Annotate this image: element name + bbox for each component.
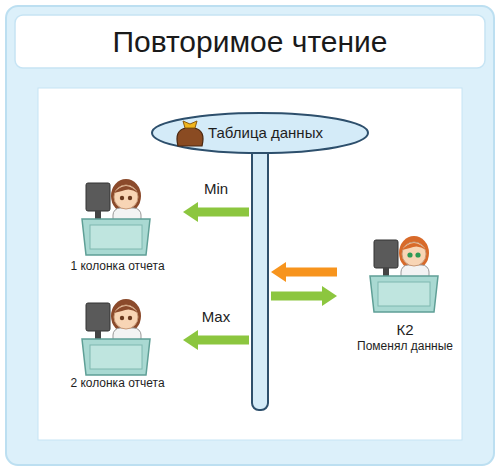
- arrow-head: [183, 330, 198, 350]
- bag-body: [177, 128, 203, 146]
- eye: [407, 252, 412, 257]
- table-stem: [252, 142, 268, 410]
- diagram-title: Повторимое чтение: [112, 22, 387, 61]
- flow-arrow: [271, 262, 337, 282]
- flow-arrow: [183, 202, 249, 222]
- face: [402, 242, 426, 266]
- eye: [120, 316, 124, 320]
- monitor: [86, 183, 110, 211]
- node-text: 1 колонка отчета: [70, 259, 164, 275]
- title-band: [15, 15, 485, 68]
- arrow-head: [271, 262, 286, 282]
- hair: [111, 179, 141, 213]
- worker-node: К2Поменял данные: [340, 225, 470, 355]
- worker-node: 1 колонка отчета: [55, 170, 180, 275]
- node-text: Поменял данные: [357, 339, 453, 355]
- arrow-shaft: [285, 268, 337, 277]
- bangs: [402, 243, 426, 250]
- eye: [128, 196, 132, 200]
- node-text: К2: [396, 320, 413, 340]
- title-band-text: Повторимое чтение: [15, 15, 485, 68]
- table-shape: [150, 112, 370, 412]
- monitor-stand: [95, 331, 101, 339]
- bangs: [114, 306, 138, 313]
- monitor: [86, 303, 110, 331]
- arrow-shaft: [197, 336, 249, 345]
- monitor: [374, 240, 398, 268]
- arrow-shaft: [271, 292, 323, 301]
- desk-front: [378, 282, 430, 306]
- desk: [82, 339, 150, 375]
- hair: [399, 236, 429, 270]
- arrow-label: Max: [199, 308, 233, 326]
- data-table-node: Таблица данных: [150, 112, 370, 412]
- bangs: [114, 186, 138, 193]
- monitor-stand: [95, 211, 101, 219]
- desk: [370, 276, 438, 312]
- node-text: 2 колонка отчета: [70, 376, 164, 392]
- money-bag-icon: [177, 121, 203, 146]
- arrow-label: Min: [201, 180, 231, 198]
- hair: [111, 299, 141, 333]
- outer-card: [6, 6, 494, 465]
- bag-top: [183, 121, 197, 128]
- worker-figure: [370, 236, 438, 312]
- face: [114, 185, 138, 209]
- table-ellipse: [152, 113, 368, 153]
- arrow-head: [322, 286, 337, 306]
- arrow-head: [183, 202, 198, 222]
- worker-figure: [82, 299, 150, 375]
- desk-front: [90, 345, 142, 369]
- desk-front: [90, 225, 142, 249]
- desk: [82, 219, 150, 255]
- flow-arrow: [183, 330, 249, 350]
- worker-node: 2 колонка отчета: [55, 290, 180, 392]
- arrow-shaft: [197, 208, 249, 217]
- flow-arrow: [271, 286, 337, 306]
- monitor-stand: [383, 268, 389, 276]
- eye: [128, 316, 132, 320]
- face: [114, 305, 138, 329]
- node-text: Таблица данных: [208, 123, 323, 143]
- inner-panel: [38, 88, 462, 440]
- worker-figure: [82, 179, 150, 255]
- eye: [120, 196, 124, 200]
- eye: [415, 252, 420, 257]
